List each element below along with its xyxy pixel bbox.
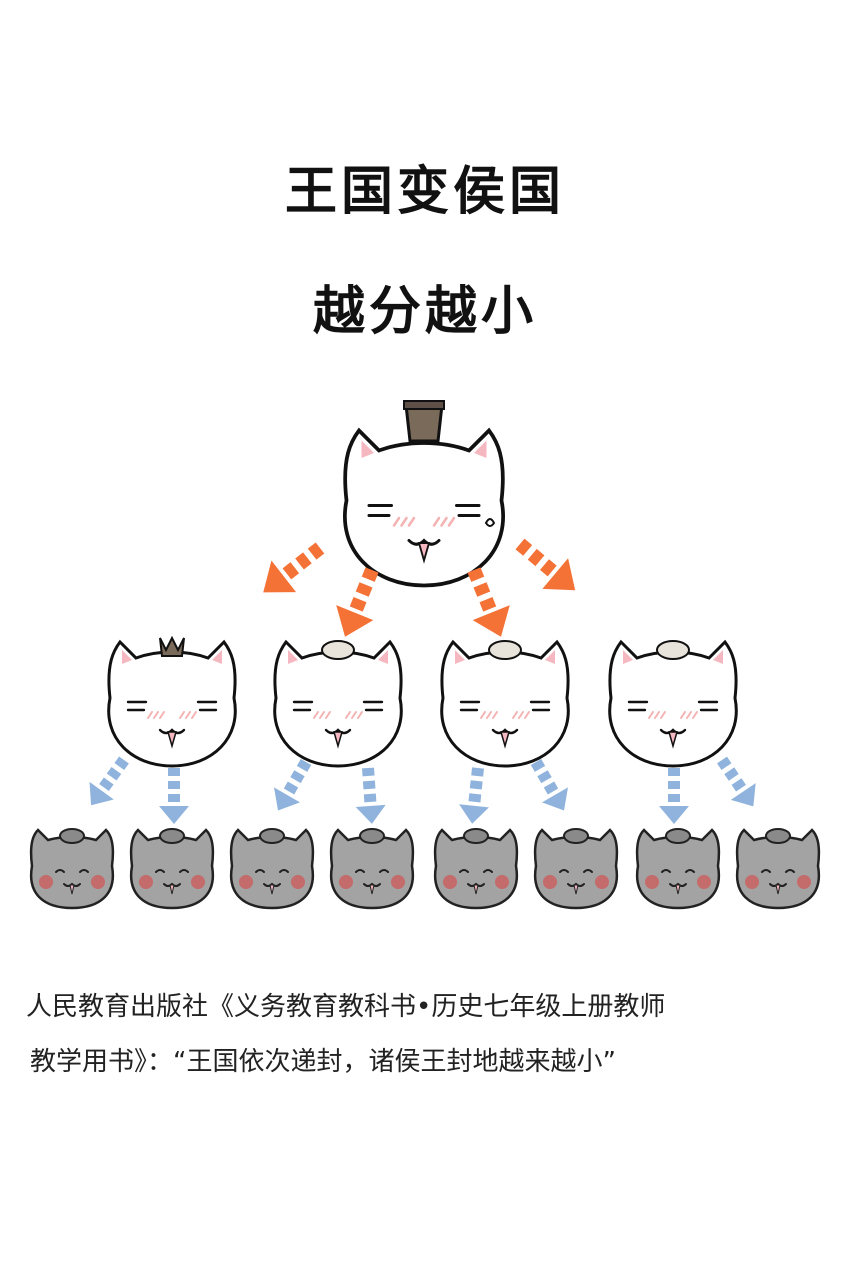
prince-cat-icon (273, 640, 403, 768)
arrow-icon (265, 754, 319, 818)
marquis-cat-icon (229, 827, 315, 910)
marquis-cat-icon (635, 827, 721, 910)
marquis-cat-icon (533, 827, 619, 910)
marquis-cat-icon (735, 827, 821, 910)
marquis-cat-icon (433, 827, 519, 910)
arrow-icon (507, 528, 589, 606)
arrow-icon (159, 768, 189, 824)
prince-cat-icon (608, 640, 738, 768)
arrow-icon (457, 766, 493, 826)
arrow-icon (523, 754, 577, 818)
source-caption-line1: 人民教育出版社《义务教育教科书•历史七年级上册教师 (26, 992, 666, 1022)
hierarchy-diagram (29, 400, 821, 910)
arrow-icon (250, 532, 333, 609)
page-title: 王国变侯国 (284, 162, 565, 222)
arrow-icon (78, 751, 137, 815)
arrow-icon (659, 768, 689, 824)
page-subtitle: 越分越小 (312, 282, 537, 342)
source-caption-line2: 教学用书》：“王国依次递封，诸侯王封地越来越小” (30, 1047, 616, 1077)
arrow-icon (709, 751, 766, 815)
prince-cat-icon (107, 635, 237, 768)
king-cat-icon (343, 400, 505, 588)
marquis-cat-icon (329, 827, 415, 910)
prince-cat-icon (440, 640, 570, 768)
arrow-icon (353, 766, 387, 825)
marquis-cat-icon (29, 827, 115, 910)
marquis-cat-icon (129, 827, 215, 910)
